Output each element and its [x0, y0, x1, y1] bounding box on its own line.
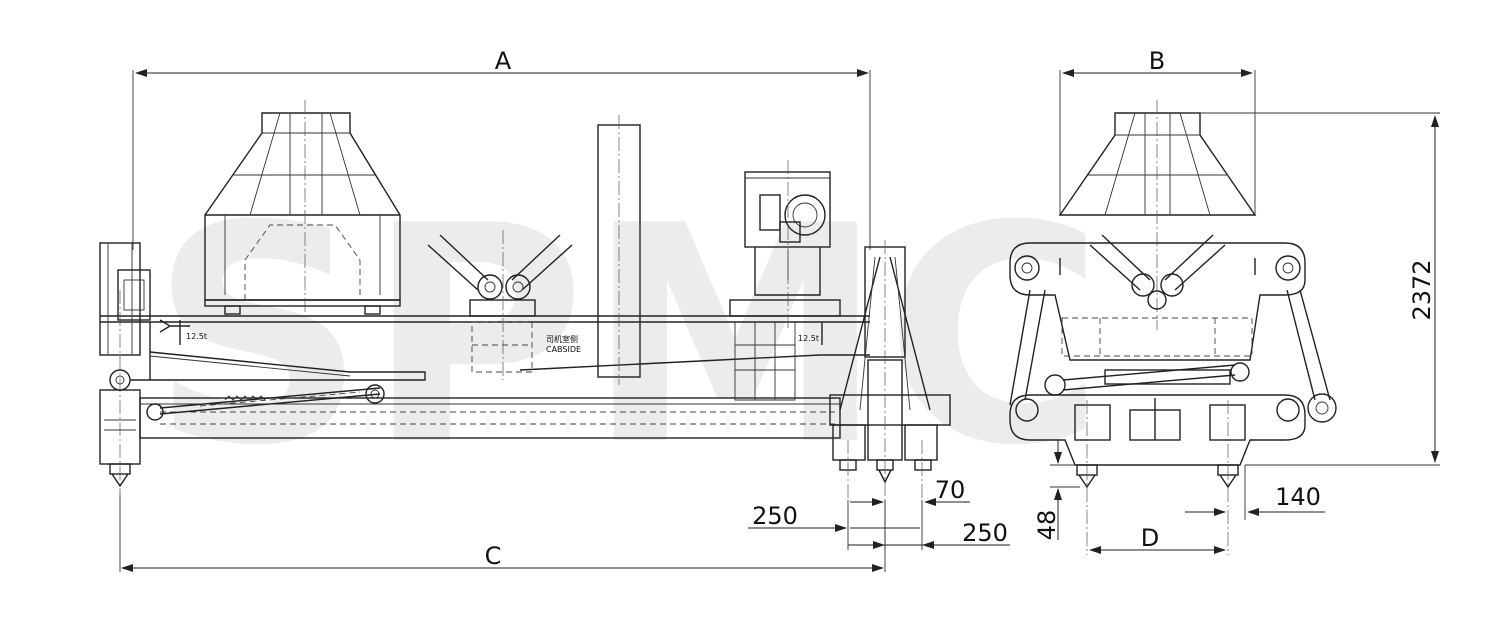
dim-250-right: 250: [962, 519, 1008, 547]
end-view: B: [1009, 47, 1440, 555]
load-label-right: 12.5t: [798, 334, 819, 343]
watermark-text: SPMC: [150, 162, 1105, 511]
dim-a: A: [495, 47, 512, 75]
dim-d: D: [1141, 524, 1159, 552]
side-hopper: [204, 100, 401, 320]
load-label-left: 12.5t: [186, 332, 207, 341]
side-roller-bracket: 司机室侧 CABSIDE: [427, 230, 581, 380]
right-end-assembly: [829, 240, 951, 500]
left-end-assembly: 12.5t: [99, 242, 207, 495]
dim-c: C: [485, 542, 502, 570]
side-drive-unit: 12.5t: [729, 160, 841, 401]
dim-48: 48: [1033, 510, 1061, 541]
side-view: 12.5t: [99, 47, 1010, 572]
dim-2372: 2372: [1408, 259, 1436, 320]
dim-140: 140: [1275, 483, 1321, 511]
side-column: [597, 115, 641, 385]
dim-70: 70: [935, 476, 966, 504]
cab-side-cn: 司机室侧: [546, 334, 578, 344]
side-cylinder: [146, 384, 385, 421]
cab-side-en: CABSIDE: [546, 345, 581, 354]
dim-250-left: 250: [752, 502, 798, 530]
dim-b: B: [1149, 47, 1165, 75]
